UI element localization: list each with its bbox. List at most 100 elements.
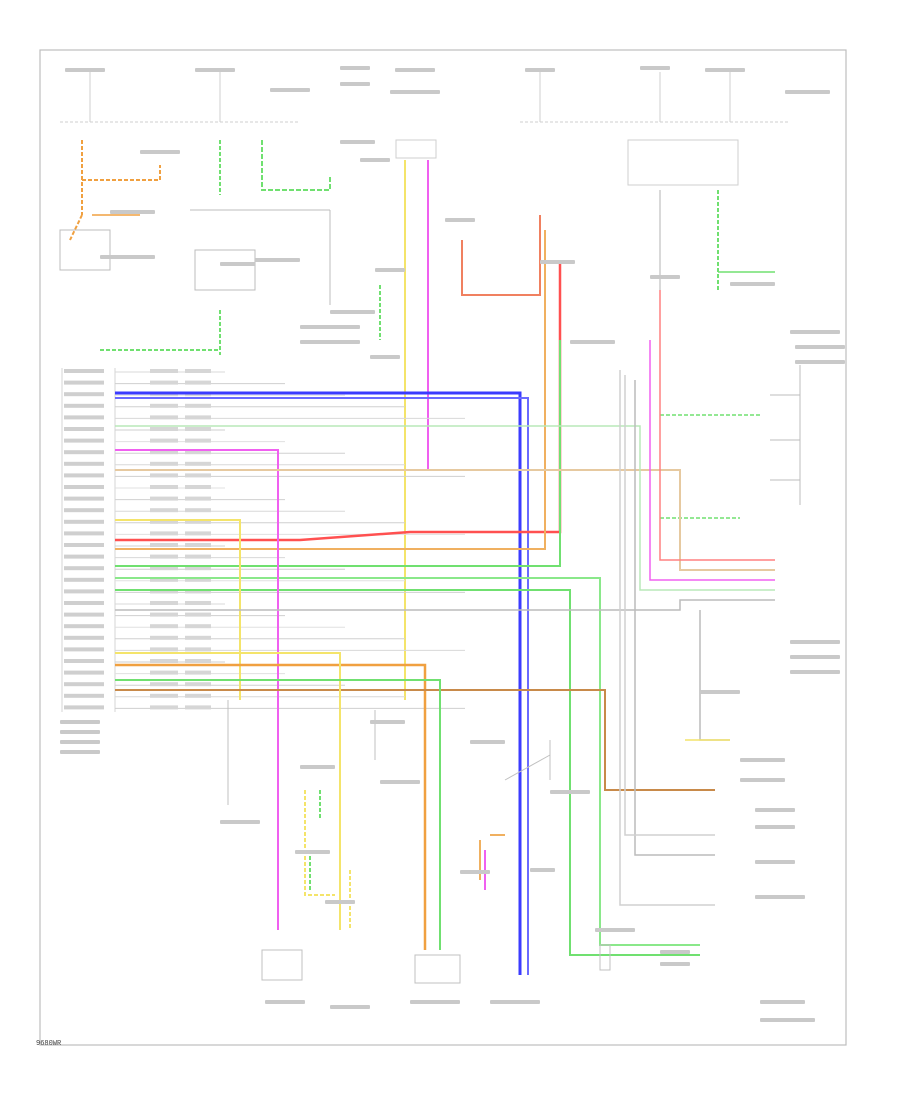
label-block xyxy=(790,640,840,644)
wire-blue-main2 xyxy=(115,397,529,975)
label-block xyxy=(525,68,555,72)
wire-blue-main xyxy=(115,391,522,975)
label-block xyxy=(740,758,785,762)
wire-green-bus-1 xyxy=(115,340,561,567)
label-block xyxy=(100,255,155,259)
harness-rows xyxy=(64,369,465,710)
wire-code-block xyxy=(185,369,211,373)
pin-label-block xyxy=(64,682,104,687)
pin-label-block xyxy=(64,508,104,513)
pin-label-block xyxy=(64,624,104,629)
wire-yellow-bus-lower xyxy=(115,652,341,930)
wire-code-block xyxy=(150,693,178,698)
label-block xyxy=(705,68,745,72)
label-block xyxy=(550,790,590,794)
label-block xyxy=(60,750,100,754)
wire-code-block xyxy=(150,496,178,501)
wire-code-block xyxy=(185,566,211,571)
label-block xyxy=(760,1000,805,1004)
label-block xyxy=(445,218,475,222)
wire-orange-left xyxy=(69,140,161,241)
pin-label-block xyxy=(64,531,104,536)
label-block xyxy=(470,740,505,744)
wire-code-block xyxy=(150,415,178,420)
label-block xyxy=(330,310,375,314)
label-block xyxy=(650,275,680,279)
label-block xyxy=(570,340,615,344)
label-block xyxy=(265,1000,305,1004)
wire-code-block xyxy=(185,508,211,513)
wire-yellow-lower-left xyxy=(304,790,351,930)
wire-code-block xyxy=(150,438,178,443)
pin-label-block xyxy=(64,554,104,559)
label-block xyxy=(760,1018,815,1022)
label-block xyxy=(375,268,405,272)
label-block xyxy=(795,360,845,364)
lower-switches xyxy=(227,700,611,984)
wire-red-right xyxy=(659,290,775,561)
pin-label-block xyxy=(64,392,104,397)
wire-code-block xyxy=(185,403,211,408)
pin-label-block xyxy=(64,659,104,663)
wire-code-block xyxy=(185,496,211,501)
wire-green-lower-left xyxy=(309,790,321,890)
label-block xyxy=(140,150,180,154)
wire-yellow-bus xyxy=(115,519,241,700)
label-block xyxy=(340,82,370,86)
wire-green-lower xyxy=(115,679,441,950)
wire-code-block xyxy=(150,543,178,547)
wire-code-block xyxy=(185,635,211,640)
label-block xyxy=(60,730,100,734)
wire-magenta-right xyxy=(649,340,775,581)
pin-label-block xyxy=(64,705,104,710)
wire-code-block xyxy=(150,601,178,605)
label-block xyxy=(730,282,775,286)
wire-code-block xyxy=(150,577,178,582)
label-blocks xyxy=(60,66,845,1022)
label-block xyxy=(110,210,155,214)
label-block xyxy=(380,780,420,784)
label-block xyxy=(595,928,635,932)
label-block xyxy=(755,895,805,899)
wire-code-block xyxy=(150,369,178,373)
pin-label-block xyxy=(64,485,104,489)
wire-code-block xyxy=(185,624,211,629)
label-block xyxy=(65,68,105,72)
pin-label-block xyxy=(64,612,104,617)
wire-code-block xyxy=(185,427,211,431)
pin-label-block xyxy=(64,427,104,431)
diagram-border xyxy=(39,49,847,1046)
wire-gray-right-long xyxy=(115,599,775,611)
label-block xyxy=(460,870,490,874)
wire-code-block xyxy=(185,519,211,524)
label-block xyxy=(270,88,310,92)
label-block xyxy=(640,66,670,70)
wire-code-block xyxy=(185,531,211,536)
range-sensor-switch xyxy=(770,365,801,505)
wire-green-bus-2 xyxy=(115,577,700,946)
label-block xyxy=(340,66,370,70)
wire-code-block xyxy=(150,554,178,559)
wire-code-block xyxy=(150,380,178,385)
wire-code-block xyxy=(150,624,178,629)
wire-code-block xyxy=(185,380,211,385)
pin-label-block xyxy=(64,415,104,420)
top-fuse-area xyxy=(60,72,790,186)
wire-code-block xyxy=(185,450,211,455)
wire-code-block xyxy=(150,682,178,687)
pin-label-block xyxy=(64,601,104,605)
figure-id: 9680WR xyxy=(36,1040,62,1048)
label-block xyxy=(300,340,360,344)
label-block xyxy=(255,258,300,262)
wire-code-block xyxy=(150,647,178,652)
wire-code-block xyxy=(150,705,178,710)
pin-label-block xyxy=(64,380,104,385)
wire-code-block xyxy=(185,589,211,594)
wire-magenta-bus xyxy=(115,449,279,930)
label-block xyxy=(790,670,840,674)
wire-code-block xyxy=(150,508,178,513)
pin-label-block xyxy=(64,647,104,652)
label-block xyxy=(530,868,555,872)
wire-code-block xyxy=(150,427,178,431)
